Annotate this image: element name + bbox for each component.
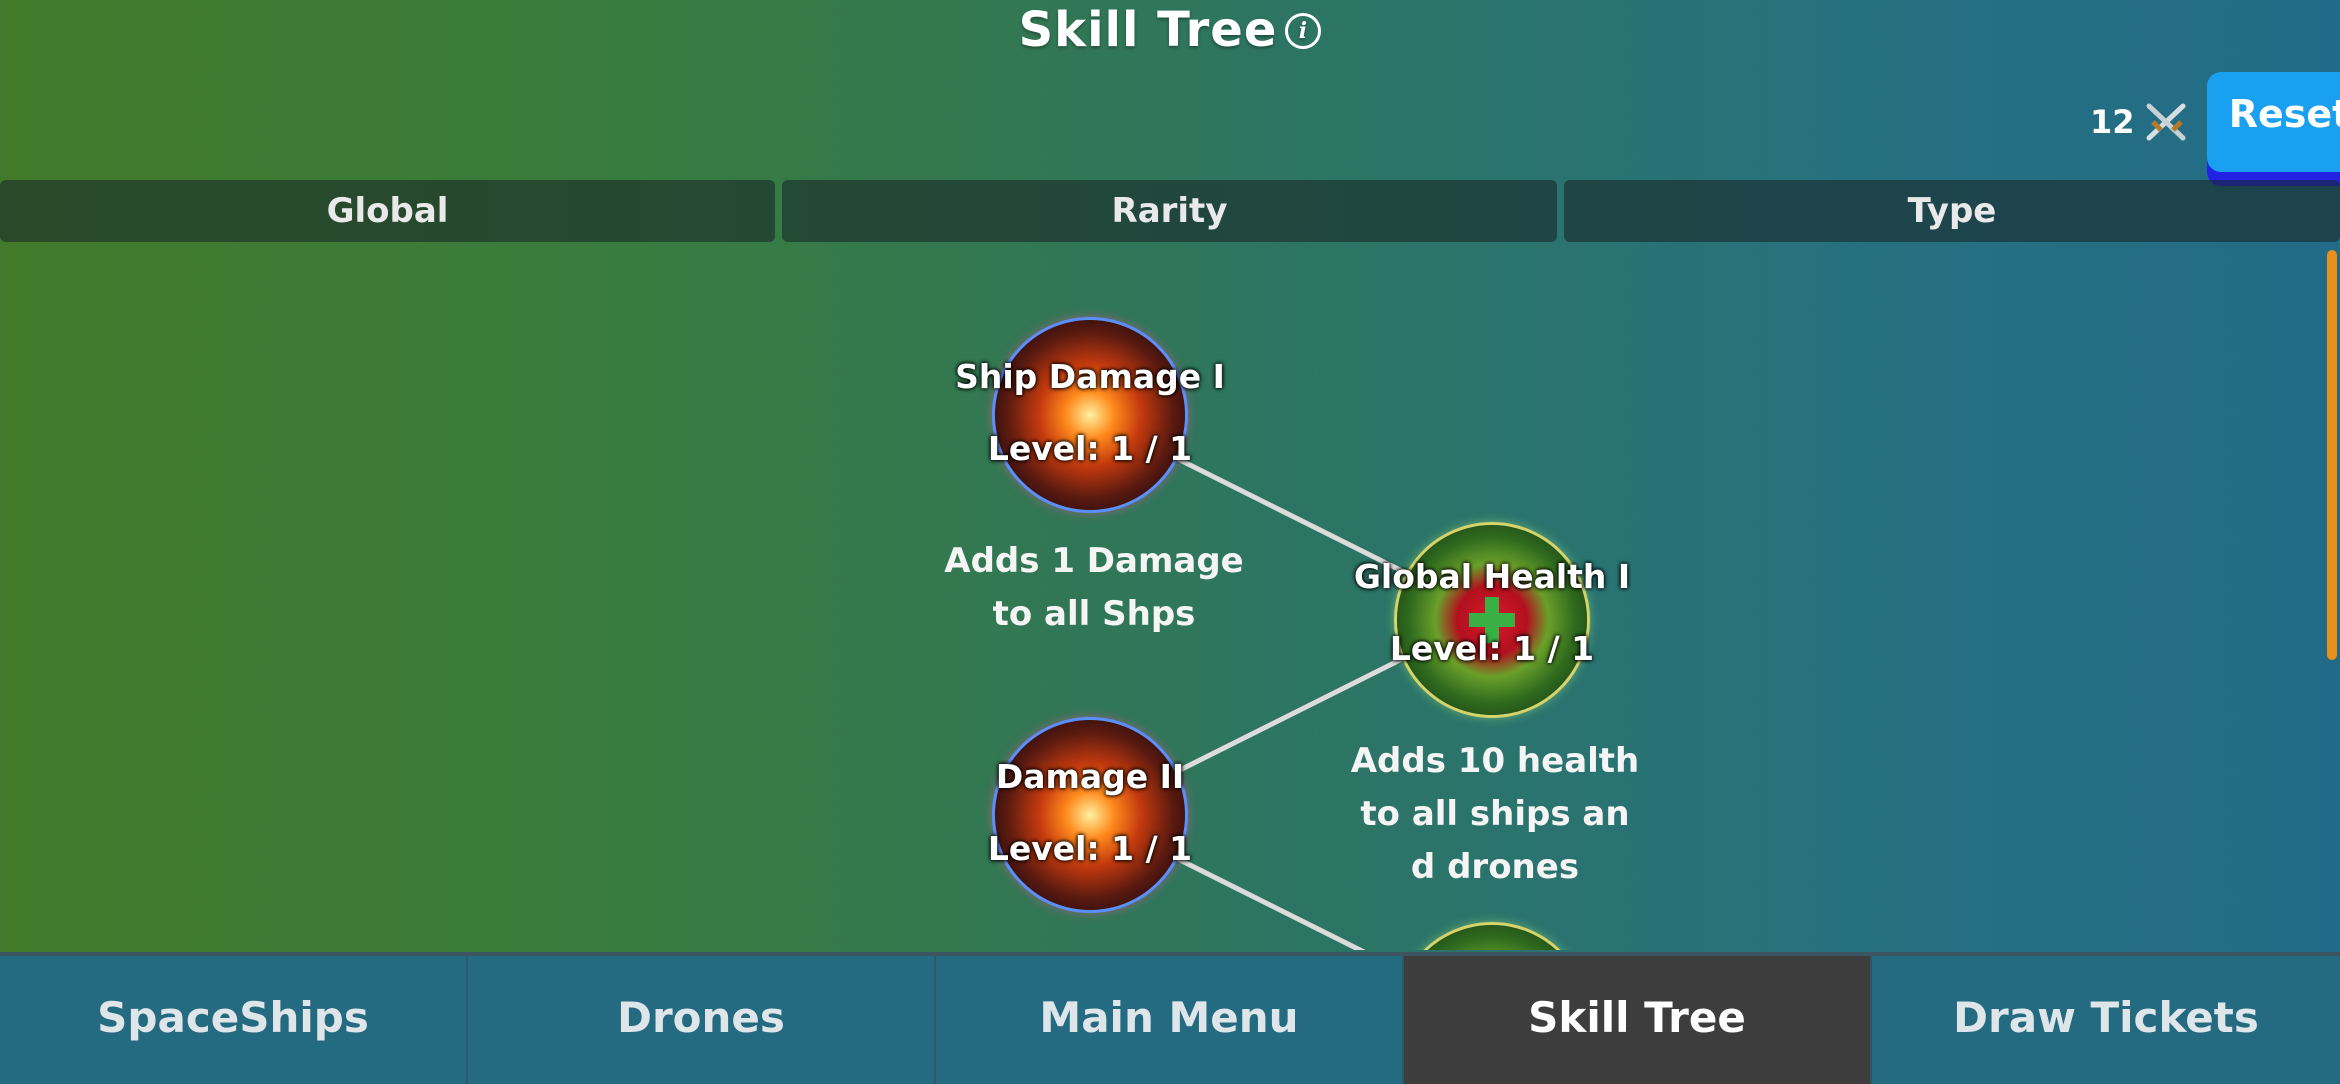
tab-rarity[interactable]: Rarity — [782, 180, 1557, 242]
skill-node-level: Level: 1 / 1 — [1389, 629, 1595, 668]
nav-skill-tree[interactable]: Skill Tree — [1404, 956, 1872, 1084]
health-cross-icon — [1469, 597, 1515, 643]
scrollbar[interactable] — [2327, 250, 2337, 660]
page-title-text: Skill Tree — [1018, 2, 1278, 58]
nav-main-menu[interactable]: Main Menu — [936, 956, 1404, 1084]
nav-spaceships[interactable]: SpaceShips — [0, 956, 468, 1084]
skill-node-name: Global Health I — [1353, 557, 1631, 596]
skill-points: 12 — [2090, 100, 2191, 144]
nav-draw-tickets[interactable]: Draw Tickets — [1953, 993, 2259, 1042]
skill-points-count: 12 — [2090, 103, 2135, 141]
sword-icon — [2146, 103, 2186, 141]
tab-type[interactable]: Type — [1564, 180, 2340, 242]
reset-button[interactable]: Reset — [2207, 72, 2340, 172]
bottom-navigation: SpaceShips Drones Main Menu Skill Tree D… — [0, 952, 2340, 1084]
info-icon[interactable]: i — [1285, 13, 1322, 49]
skill-node-description: Adds 10 health to all ships an d drones — [1350, 741, 1640, 887]
skill-node-name: Ship Damage I — [955, 357, 1225, 396]
skill-node-description: Adds 1 Damage to all Shps — [944, 541, 1244, 634]
nav-drones[interactable]: Drones — [468, 956, 936, 1084]
skill-node-damage-2[interactable] — [995, 720, 1185, 910]
skill-node-ship-damage-1[interactable] — [995, 320, 1185, 510]
category-tabs: Global Rarity Type — [0, 180, 2340, 242]
skill-node-level: Level: 1 / 1 — [987, 829, 1193, 868]
tab-global[interactable]: Global — [0, 180, 775, 242]
skill-node-name: Damage II — [995, 757, 1185, 796]
skill-node-level: Level: 1 / 1 — [987, 429, 1193, 468]
skill-tree-area[interactable]: Ship Damage I Level: 1 / 1 Adds 1 Damage… — [0, 245, 2325, 950]
skill-node-global-health-1[interactable] — [1397, 525, 1587, 715]
